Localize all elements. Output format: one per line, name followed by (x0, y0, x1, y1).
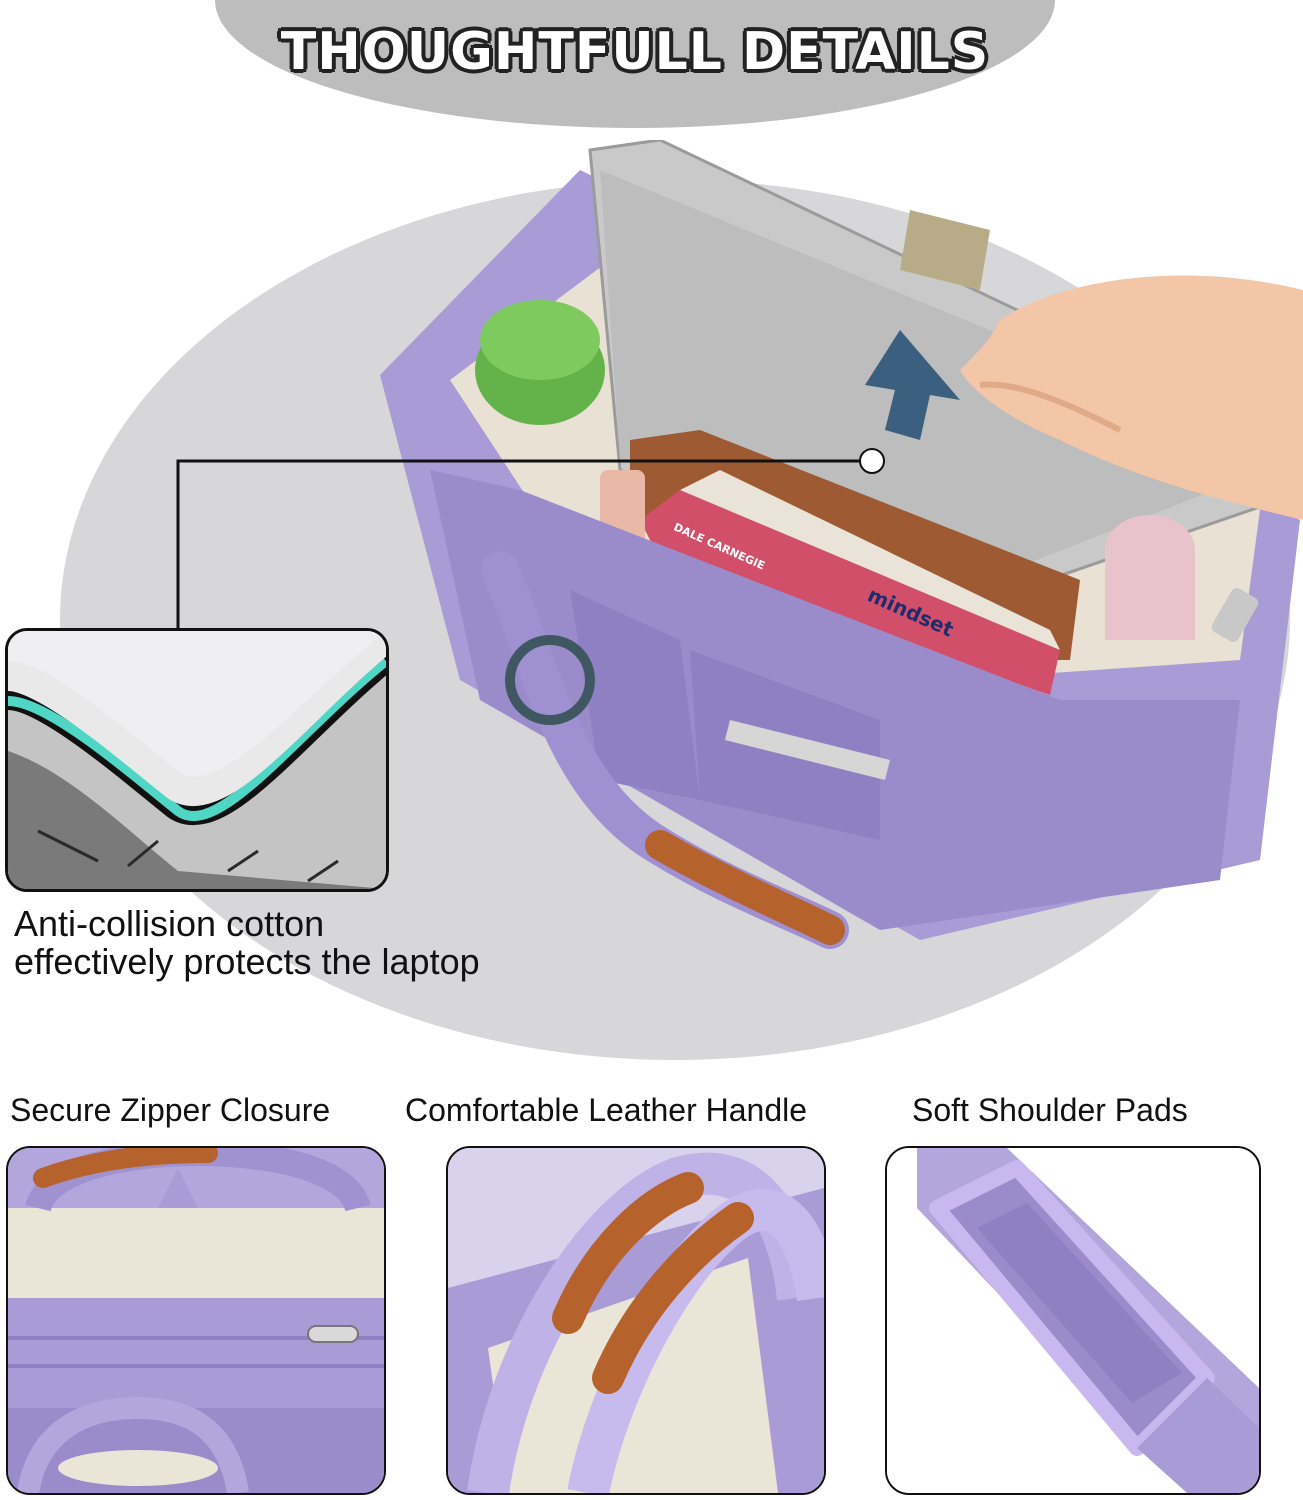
feature-label-shoulder-pads: Soft Shoulder Pads (912, 1092, 1188, 1128)
leather-handle-panel (446, 1146, 826, 1495)
padding-detail-inset (5, 628, 389, 892)
zipper-closure-panel (6, 1146, 386, 1495)
up-arrow-icon (865, 330, 960, 440)
feature-label-handle: Comfortable Leather Handle (405, 1092, 808, 1128)
page-title: THOUGHTFULL DETAILS (280, 22, 990, 82)
main-bag-photo: mindset DALE CARNEGIE (360, 140, 1303, 960)
callout-caption: Anti-collision cotton effectively protec… (14, 905, 634, 981)
zipper-pull-icon (307, 1325, 359, 1343)
caption-line-2: effectively protects the laptop (14, 941, 480, 982)
caption-line-1: Anti-collision cotton (14, 903, 325, 944)
shoulder-pad-panel (885, 1146, 1261, 1495)
feature-label-zipper: Secure Zipper Closure (10, 1092, 331, 1128)
